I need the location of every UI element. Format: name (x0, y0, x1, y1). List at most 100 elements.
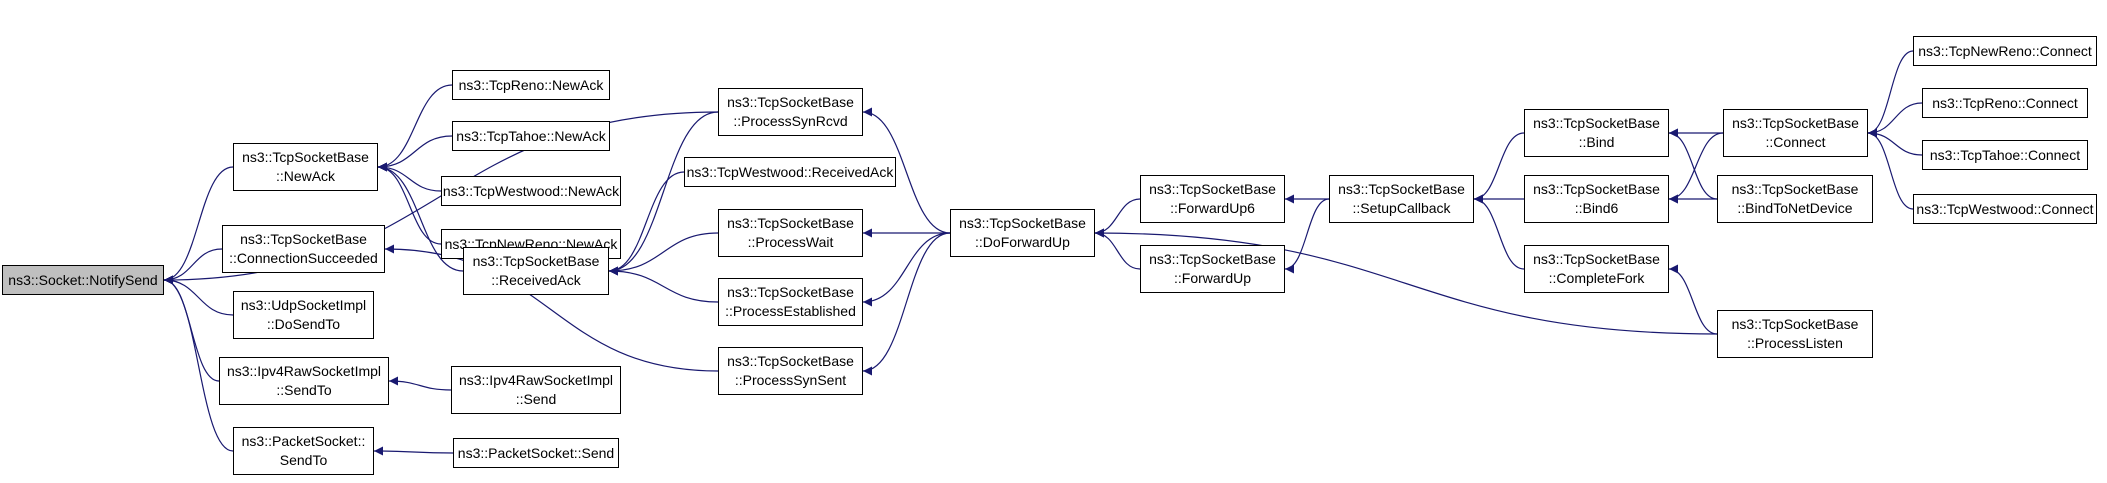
node-tcpsocketbase-setup-callback[interactable]: ns3::TcpSocketBase::SetupCallback (1329, 175, 1474, 223)
node-label: ns3::TcpSocketBase (959, 215, 1086, 231)
node-tcpsocketbase-connect[interactable]: ns3::TcpSocketBase::Connect (1723, 109, 1868, 157)
node-tcpwestwood-connect[interactable]: ns3::TcpWestwood::Connect (1913, 194, 2097, 224)
node-tcptahoe-connect[interactable]: ns3::TcpTahoe::Connect (1922, 140, 2088, 170)
node-label: ::SetupCallback (1352, 200, 1451, 216)
node-label: ns3::TcpSocketBase (727, 94, 854, 110)
node-tcpsocketbase-newack[interactable]: ns3::TcpSocketBase::NewAck (233, 143, 378, 191)
node-tcpsocketbase-bind6[interactable]: ns3::TcpSocketBase::Bind6 (1524, 175, 1669, 223)
node-label: ns3::TcpSocketBase (472, 253, 600, 269)
node-label: ns3::UdpSocketImpl (240, 297, 367, 313)
node-label: ns3::TcpSocketBase (1338, 181, 1465, 197)
node-label: ::ProcessSynRcvd (733, 113, 848, 129)
node-label: ::Bind (1578, 134, 1615, 150)
node-label: ns3::Ipv4RawSocketImpl (226, 363, 382, 379)
node-label: ns3::TcpSocketBase (727, 284, 854, 300)
edge-connection_succeeded-to-notify_send (163, 248, 223, 285)
edge-tahoe_newack-to-newack (377, 135, 453, 172)
node-tcpreno-connect[interactable]: ns3::TcpReno::Connect (1922, 88, 2088, 118)
node-tcpsocketbase-process-wait[interactable]: ns3::TcpSocketBase::ProcessWait (718, 209, 863, 257)
edge-connect-to-bind6 (1668, 132, 1724, 204)
node-label: ns3::PacketSocket:: (241, 433, 366, 449)
node-label: ns3::Ipv4RawSocketImpl (458, 372, 614, 388)
node-label: ns3::TcpTahoe::NewAck (456, 127, 606, 144)
node-tcpsocketbase-process-syn-rcvd[interactable]: ns3::TcpSocketBase::ProcessSynRcvd (718, 88, 863, 136)
node-tcpsocketbase-process-listen[interactable]: ns3::TcpSocketBase::ProcessListen (1717, 310, 1873, 358)
node-label: ::NewAck (275, 168, 336, 184)
node-ipv4rawsocketimpl-sendto[interactable]: ns3::Ipv4RawSocketImpl::SendTo (219, 357, 389, 405)
edge-process_established-to-received_ack (608, 266, 719, 303)
node-label: ns3::TcpSocketBase (1732, 115, 1859, 131)
node-tcpsocketbase-process-established[interactable]: ns3::TcpSocketBase::ProcessEstablished (718, 278, 863, 326)
node-tcpreno-newack[interactable]: ns3::TcpReno::NewAck (452, 70, 610, 100)
node-tcpsocketbase-forward-up[interactable]: ns3::TcpSocketBase::ForwardUp (1140, 245, 1285, 293)
node-label: ::ProcessListen (1747, 335, 1843, 351)
node-socket-notify-send: ns3::Socket::NotifySend (2, 265, 164, 295)
node-packetsocket-send[interactable]: ns3::PacketSocket::Send (453, 438, 619, 468)
node-label: ::DoForwardUp (975, 234, 1070, 250)
edge-do_forward_up-to-process_syn_sent (862, 232, 951, 376)
node-tcpsocketbase-process-syn-sent[interactable]: ns3::TcpSocketBase::ProcessSynSent (718, 347, 863, 395)
node-label: ns3::TcpTahoe::Connect (1929, 146, 2081, 163)
edge-packet_send-to-packet_sendto (373, 446, 454, 456)
node-label: ::ReceivedAck (491, 272, 581, 288)
edge-process_wait-to-received_ack (608, 232, 719, 276)
node-label: ns3::TcpReno::NewAck (458, 76, 604, 93)
node-label: ::Send (515, 391, 557, 407)
node-label: ::SendTo (276, 382, 332, 398)
node-label: ::Connect (1765, 134, 1826, 150)
edge-bind-to-setup_callback (1473, 132, 1525, 204)
edge-process_listen-to-complete_fork (1668, 264, 1718, 335)
node-label: ::CompleteFork (1548, 270, 1645, 286)
node-label: ::Bind6 (1574, 200, 1619, 216)
edge-forward_up6-to-do_forward_up (1094, 198, 1141, 238)
node-ipv4rawsocketimpl-send[interactable]: ns3::Ipv4RawSocketImpl::Send (451, 366, 621, 414)
node-label: ns3::TcpSocketBase (1731, 316, 1859, 332)
edge-udp_dosendto-to-notify_send (163, 275, 234, 316)
node-label: ns3::TcpSocketBase (727, 353, 854, 369)
edge-newreno_connect-to-connect (1867, 50, 1914, 138)
edge-forward_up-to-do_forward_up (1094, 228, 1141, 270)
node-tcpsocketbase-do-forward-up[interactable]: ns3::TcpSocketBase::DoForwardUp (950, 209, 1095, 257)
node-label: ::ProcessSynSent (734, 372, 847, 388)
node-tcpnewreno-connect[interactable]: ns3::TcpNewReno::Connect (1913, 36, 2097, 66)
node-label: ns3::TcpReno::Connect (1932, 94, 2078, 111)
edge-bind_to_net_device-to-bind (1668, 128, 1718, 200)
node-label: ns3::TcpSocketBase (1731, 181, 1859, 197)
node-tcpsocketbase-received-ack[interactable]: ns3::TcpSocketBase::ReceivedAck (463, 247, 609, 295)
edge-process_listen-to-do_forward_up (1094, 228, 1718, 335)
edge-ipv4raw_send-to-ipv4raw_sendto (388, 376, 452, 391)
node-tcpsocketbase-connection-succeeded[interactable]: ns3::TcpSocketBase::ConnectionSucceeded (222, 225, 385, 273)
node-tcpsocketbase-bind[interactable]: ns3::TcpSocketBase::Bind (1524, 109, 1669, 157)
node-packetsocket-sendto[interactable]: ns3::PacketSocket::SendTo (233, 427, 374, 475)
edge-complete_fork-to-setup_callback (1473, 194, 1525, 270)
edge-received_ack-to-newack (377, 162, 464, 272)
node-tcpsocketbase-complete-fork[interactable]: ns3::TcpSocketBase::CompleteFork (1524, 245, 1669, 293)
edge-do_forward_up-to-process_syn_rcvd (862, 107, 951, 234)
node-label: SendTo (279, 452, 328, 468)
node-label: ns3::PacketSocket::Send (457, 444, 615, 461)
node-label: ::ForwardUp (1173, 270, 1252, 286)
node-label: ::BindToNetDevice (1737, 200, 1853, 216)
edge-westwood_newack-to-newack (377, 162, 442, 192)
node-label: ns3::Socket::NotifySend (8, 271, 158, 288)
node-tcpwestwood-newack[interactable]: ns3::TcpWestwood::NewAck (441, 176, 621, 206)
node-label: ns3::TcpSocketBase (1149, 251, 1276, 267)
node-tcpwestwood-received-ack[interactable]: ns3::TcpWestwood::ReceivedAck (684, 157, 896, 187)
node-label: ns3::TcpSocketBase (242, 149, 369, 165)
node-label: ns3::TcpSocketBase (240, 231, 367, 247)
node-tcptahoe-newack[interactable]: ns3::TcpTahoe::NewAck (452, 121, 610, 151)
edge-do_forward_up-to-process_established (862, 232, 951, 307)
edge-process_syn_rcvd-to-received_ack (608, 111, 719, 276)
node-label: ns3::TcpSocketBase (1533, 251, 1660, 267)
edge-reno_newack-to-newack (377, 84, 453, 172)
edge-packet_sendto-to-notify_send (163, 275, 234, 452)
node-label: ns3::TcpSocketBase (1149, 181, 1276, 197)
node-udpsocketimpl-dosendto[interactable]: ns3::UdpSocketImpl::DoSendTo (233, 291, 374, 339)
node-tcpsocketbase-forward-up6[interactable]: ns3::TcpSocketBase::ForwardUp6 (1140, 175, 1285, 223)
node-label: ::DoSendTo (266, 316, 341, 332)
node-label: ns3::TcpWestwood::Connect (1916, 200, 2094, 217)
node-label: ns3::TcpNewReno::Connect (1918, 42, 2092, 59)
edge-newreno_newack-to-newack (377, 162, 442, 245)
node-tcpsocketbase-bind-to-net-device[interactable]: ns3::TcpSocketBase::BindToNetDevice (1717, 175, 1873, 223)
